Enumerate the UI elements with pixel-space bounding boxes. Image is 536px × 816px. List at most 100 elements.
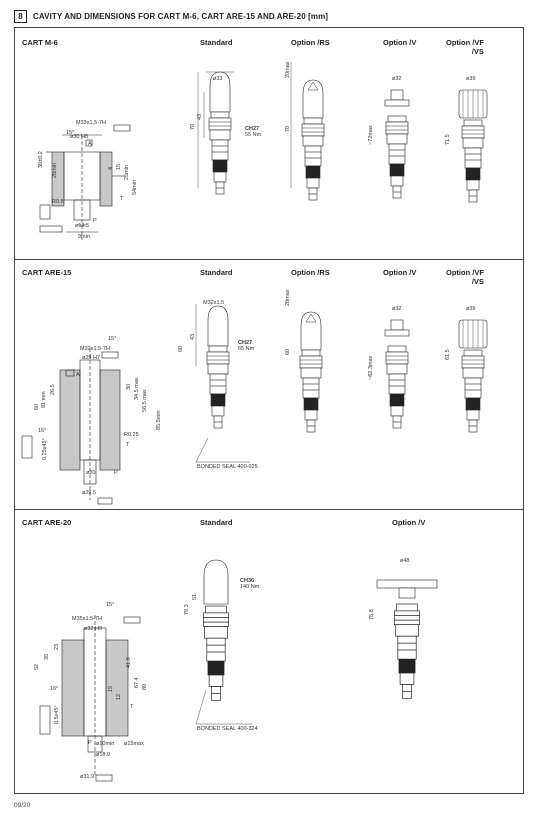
cavity-h7: 19 bbox=[108, 686, 114, 692]
cavity-p: P bbox=[88, 740, 92, 746]
cavity-d1: ø13.5 bbox=[75, 223, 89, 229]
cavity-r: R0.25 bbox=[124, 432, 139, 438]
cavity-h7: 60 bbox=[34, 404, 40, 410]
standard-h2: 43 bbox=[197, 114, 203, 120]
col-v-label: Option /V bbox=[392, 518, 426, 527]
col-standard-label: Standard bbox=[200, 268, 233, 277]
cavity-h2: 35 bbox=[44, 654, 50, 660]
cavity-t: T bbox=[130, 704, 134, 710]
cavity-h4: 41.8 bbox=[126, 657, 132, 668]
cavity-angle: 15° bbox=[66, 130, 74, 136]
cavity-d2: ø31.9 bbox=[80, 774, 94, 780]
cavity-h2: 26.5 bbox=[50, 384, 56, 395]
cavity-bore: ø30 H8 bbox=[70, 134, 88, 140]
col-v-label: Option /V bbox=[383, 38, 417, 47]
vf-h: 61.5 bbox=[445, 349, 451, 360]
cavity-d4: ø15max bbox=[124, 741, 144, 747]
standard-wrench: CH27 bbox=[245, 126, 259, 132]
col-standard-label: Standard bbox=[200, 518, 233, 527]
footer-date: 09/20 bbox=[14, 802, 31, 809]
v-dia: ø32 bbox=[392, 76, 401, 82]
standard-wrench: CH36 bbox=[240, 578, 254, 584]
cavity-h6: 85.5min bbox=[156, 410, 162, 430]
cavity-t: T bbox=[126, 442, 130, 448]
vf-dia: ø39 bbox=[466, 76, 475, 82]
col-v-label: Option /V bbox=[383, 268, 417, 277]
col-standard-label: Standard bbox=[200, 38, 233, 47]
cartridge-are15-v bbox=[384, 319, 410, 429]
standard-h2: 51 bbox=[192, 594, 198, 600]
standard-h: 70 bbox=[190, 124, 196, 130]
standard-thread: M32x1.5 bbox=[203, 300, 224, 306]
vf-dia: ø39 bbox=[466, 306, 475, 312]
cavity-d3: ø10min bbox=[96, 741, 114, 747]
section-number: 8 bbox=[14, 10, 27, 23]
cavity-h3: 23 bbox=[54, 644, 60, 650]
v-h: 75.8 bbox=[369, 609, 375, 620]
standard-seal: BONDED SEAL 400-025 bbox=[197, 464, 258, 470]
v-hmax: ~72max bbox=[368, 125, 374, 145]
rs-h: 60 bbox=[285, 349, 291, 355]
v-hmax: ~62.3max bbox=[368, 355, 374, 380]
cartridge-are20-standard bbox=[203, 559, 229, 701]
section-title: CAVITY AND DIMENSIONS FOR CART M-6, CART… bbox=[33, 12, 329, 21]
rs-hmax: 20max bbox=[285, 61, 291, 78]
col-rs-label: Option /RS bbox=[291, 268, 330, 277]
cartridge-m6-rs bbox=[290, 62, 325, 201]
cavity-angle: 15° bbox=[106, 602, 114, 608]
col-rs-label: Option /RS bbox=[291, 38, 330, 47]
cavity-h2: 4 bbox=[108, 167, 114, 170]
cavity-h8: 12 bbox=[116, 694, 122, 700]
col-vf-label: Option /VF /VS bbox=[446, 268, 484, 286]
cavity-d1: ø18.9 bbox=[96, 752, 110, 758]
cartridge-are15-vf bbox=[458, 319, 488, 433]
cavity-bore: ø29 H7 bbox=[82, 355, 100, 361]
cavity-h1: 81 min bbox=[41, 391, 47, 408]
cavity-thread: M35x1.5-7H bbox=[72, 616, 102, 622]
cavity-h1: 52 bbox=[34, 664, 40, 670]
v-dia: ø32 bbox=[392, 306, 401, 312]
section-divider bbox=[14, 509, 524, 510]
vf-h: 71.5 bbox=[445, 134, 451, 145]
col-vf-label: Option /VF /VS bbox=[446, 38, 484, 56]
cavity-h5: 56.5 max bbox=[142, 389, 148, 412]
standard-h2: 43 bbox=[190, 334, 196, 340]
cavity-ch: 0.5x45° bbox=[54, 705, 60, 724]
drawing-frame bbox=[14, 27, 524, 794]
cavity-d1: ø20 bbox=[86, 470, 95, 476]
cavity-thread: M32x1.5-7H bbox=[80, 346, 110, 352]
cavity-a: A bbox=[88, 141, 92, 147]
standard-torque: 65 Nm bbox=[238, 346, 255, 352]
section-header: 8 CAVITY AND DIMENSIONS FOR CART M-6, CA… bbox=[14, 10, 328, 23]
rs-h: 70 bbox=[285, 126, 291, 132]
cavity-thread: M33x1.5-7H bbox=[76, 120, 106, 126]
v-dia: ø48 bbox=[400, 558, 409, 564]
cartridge-are20-v bbox=[376, 579, 438, 699]
rs-hmax: 20max bbox=[285, 289, 291, 306]
cavity-m6 bbox=[39, 124, 131, 240]
cartridge-are15-rs bbox=[299, 311, 323, 433]
cavity-a: A bbox=[76, 372, 80, 378]
section-divider bbox=[14, 259, 524, 260]
cavity-are15 bbox=[21, 348, 121, 505]
cavity-bore: ø32 H9 bbox=[84, 626, 102, 632]
standard-seal: BONDED SEAL 400-324 bbox=[197, 726, 258, 732]
standard-h: 79.3 bbox=[184, 604, 190, 615]
cavity-t: T bbox=[120, 196, 124, 202]
cavity-h1: 26min bbox=[52, 163, 58, 178]
cavity-r: R0.5 bbox=[52, 199, 64, 205]
cavity-ch: 0.25x45° bbox=[42, 438, 48, 460]
cartridge-m6-vf bbox=[458, 89, 488, 203]
cavity-ang2: 16° bbox=[38, 428, 46, 434]
cavity-h3: 30 bbox=[126, 384, 132, 390]
cartridge-are15-standard bbox=[195, 304, 230, 429]
cavity-h5: 67.4 bbox=[134, 677, 140, 688]
cavity-p: P bbox=[93, 218, 97, 224]
cavity-h4: 25min bbox=[124, 165, 130, 180]
standard-torque: 140 Nm bbox=[240, 584, 260, 590]
cavity-h4: 34.5 max bbox=[134, 377, 140, 400]
cavity-p: P bbox=[114, 470, 118, 476]
cavity-angle: 15° bbox=[108, 336, 116, 342]
standard-wrench: CH27 bbox=[238, 340, 252, 346]
